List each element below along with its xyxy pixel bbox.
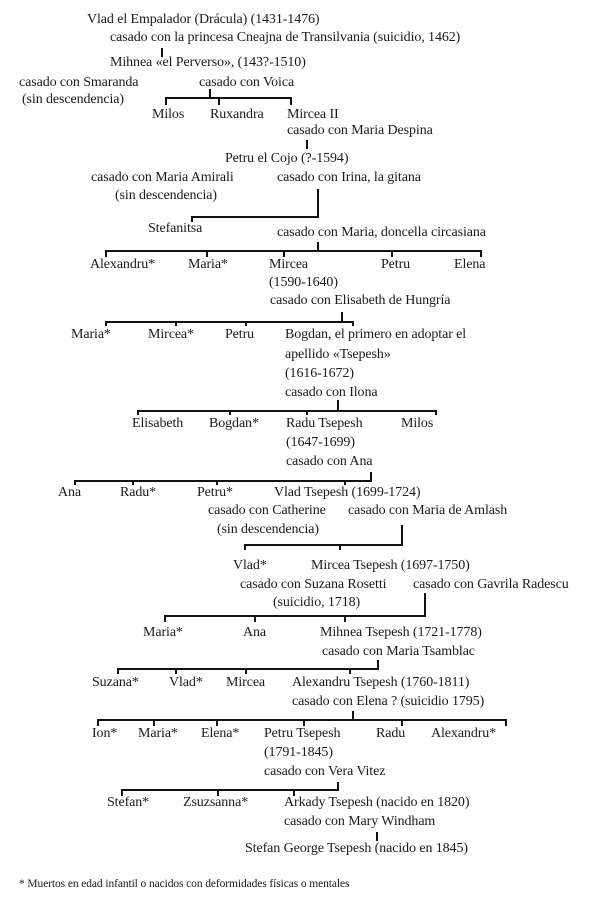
tree-entry: casado con Smaranda	[19, 75, 139, 90]
tree-entry: casado con la princesa Cneajna de Transi…	[110, 30, 461, 45]
tree-entry: casado con Maria Despina	[287, 123, 433, 138]
connector-line	[244, 525, 403, 550]
tree-entry: Mircea Tsepesh (1697-1750)	[311, 558, 470, 573]
tree-entry: Alexandru*	[90, 257, 156, 272]
tree-entry: casado con Mary Windham	[284, 814, 436, 829]
tree-entry: casado con Voica	[199, 75, 295, 90]
connector-line	[74, 472, 372, 485]
connector-line	[137, 400, 437, 415]
tree-entry: Stefan*	[107, 795, 150, 810]
tree-entry: Radu	[376, 726, 406, 741]
tree-entry: casado con Gavrila Radescu	[413, 577, 569, 592]
connector-line	[164, 593, 426, 622]
tree-entry: Mircea*	[148, 327, 194, 342]
tree-entry: Maria*	[138, 726, 178, 741]
tree-entry: Mircea II	[287, 107, 339, 122]
tree-entry: casado con Maria Amirali	[91, 170, 234, 185]
tree-entry: (sin descendencia)	[217, 522, 319, 537]
tree-entry: Zsuzsanna*	[183, 795, 249, 810]
tree-entry: Petru	[225, 327, 255, 342]
connector-line	[97, 711, 507, 726]
tree-entry: Petru Tsepesh	[264, 726, 341, 741]
tree-entry: (1791-1845)	[264, 745, 333, 760]
tree-entry: casado con Irina, la gitana	[277, 170, 421, 185]
tree-entry: Milos	[152, 107, 185, 122]
tree-entry: Ion*	[92, 726, 118, 741]
tree-entry: Mihnea «el Perverso», (143?-1510)	[110, 55, 306, 70]
connector-line	[105, 312, 354, 326]
tree-entry: Ruxandra	[210, 107, 264, 122]
tree-entry: (1647-1699)	[286, 435, 355, 450]
tree-entry: Alexandru Tsepesh (1760-1811)	[292, 675, 470, 690]
tree-entry: (1590-1640)	[269, 275, 338, 290]
tree-entry: Vlad*	[233, 558, 267, 573]
tree-entry: casado con Ana	[286, 454, 373, 469]
tree-entry: (sin descendencia)	[22, 92, 124, 107]
tree-entry: apellido «Tsepesh»	[285, 347, 391, 362]
tree-entry: casado con Elisabeth de Hungría	[270, 293, 451, 308]
tree-entry: Milos	[401, 416, 434, 431]
tree-entry: Vlad*	[169, 675, 203, 690]
tree-entry: Elisabeth	[132, 416, 184, 431]
tree-entry: Stefan George Tsepesh (nacido en 1845)	[245, 841, 468, 856]
tree-entry: Ana	[243, 625, 267, 640]
tree-entry: Radu Tsepesh	[286, 416, 363, 431]
tree-entry: casado con Maria Tsamblac	[322, 644, 475, 659]
tree-entry: Mircea	[226, 675, 266, 690]
connector-line	[165, 89, 292, 105]
tree-entry: casado con Maria de Amlash	[348, 503, 508, 518]
tree-entry: Mihnea Tsepesh (1721-1778)	[320, 625, 482, 640]
tree-entry: casado con Vera Vitez	[264, 764, 386, 779]
tree-entry: casado con Catherine	[208, 503, 326, 518]
tree-entry: Ana	[58, 485, 82, 500]
connector-line	[121, 782, 339, 796]
tree-entry: Maria*	[143, 625, 183, 640]
tree-entry: casado con Suzana Rosetti	[240, 577, 387, 592]
tree-entry: Petru el Cojo (?-1594)	[225, 151, 349, 166]
tree-entry: Elena	[454, 257, 486, 272]
tree-entry: (suicidio, 1718)	[273, 595, 361, 610]
tree-entry: Stefanitsa	[148, 221, 203, 236]
connector-line	[191, 189, 319, 222]
tree-entry: Vlad Tsepesh (1699-1724)	[274, 485, 421, 500]
tree-entry: Vlad el Empalador (Drácula) (1431-1476)	[87, 12, 320, 27]
tree-entry: Elena*	[201, 726, 240, 741]
footnote: * Muertos en edad infantil o nacidos con…	[19, 878, 350, 890]
tree-entry: (1616-1672)	[285, 366, 354, 381]
tree-entry: Petru*	[197, 485, 233, 500]
connector-line	[117, 660, 379, 674]
connector-line	[105, 242, 482, 257]
tree-entry: Petru	[381, 257, 411, 272]
tree-entry: Alexandru*	[431, 726, 497, 741]
tree-entry: Bogdan*	[209, 416, 259, 431]
tree-entry: (sin descendencia)	[115, 188, 217, 203]
tree-entry: Maria*	[188, 257, 228, 272]
tree-entry: Bogdan, el primero en adoptar el	[285, 327, 467, 342]
tree-entry: Suzana*	[92, 675, 139, 690]
tree-entry: Maria*	[71, 327, 111, 342]
tree-entry: casado con Elena ? (suicidio 1795)	[292, 694, 485, 709]
tree-entry: casado con Ilona	[285, 385, 378, 400]
tree-entry: Mircea	[269, 257, 309, 272]
tree-entry: casado con Maria, doncella circasiana	[277, 225, 486, 240]
tree-entry: Arkady Tsepesh (nacido en 1820)	[284, 795, 470, 810]
tree-entry: Radu*	[120, 485, 157, 500]
